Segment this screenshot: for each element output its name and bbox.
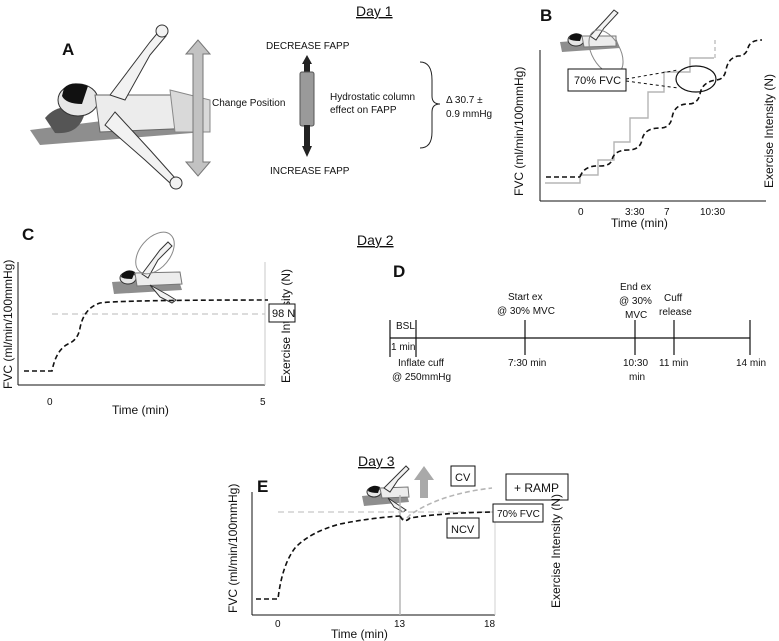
b-callout-box: [567, 68, 627, 92]
d-end-time-2: min: [629, 372, 645, 383]
day-2-heading: Day 2: [357, 232, 394, 248]
d-one-min: 1 min: [391, 342, 415, 353]
d-start-2: @ 30% MVC: [497, 306, 555, 317]
patient-illustration-e: [362, 465, 410, 513]
d-cuff-2: release: [659, 307, 692, 318]
patient-illustration-a: [30, 24, 211, 190]
c-force-box: [268, 303, 296, 323]
change-position-arrow: [184, 39, 212, 177]
e-ylabel: FVC (ml/min/100mmHg): [226, 484, 240, 613]
c-ylabel: FVC (ml/min/100mmHg): [1, 260, 15, 389]
b-ylabel: FVC (ml/min/100mmHg): [512, 67, 526, 196]
b-tick-0: 0: [578, 207, 584, 218]
change-position-label: Change Position: [212, 98, 285, 109]
panel-e-label: E: [257, 477, 268, 496]
e-ncv-box: [446, 517, 480, 539]
d-final-time: 14 min: [736, 358, 766, 369]
e-tick-1: 13: [394, 619, 406, 630]
e-ncv-curve: [399, 511, 493, 522]
day-1-heading: Day 1: [356, 3, 393, 19]
increase-fapp-label: INCREASE FAPP: [270, 166, 350, 177]
b-callout-circle: [675, 65, 717, 93]
delta-line-1: Δ 30.7 ±: [446, 95, 483, 106]
e-cv-box: [450, 465, 476, 487]
e-fvc-baseline-curve: [256, 515, 401, 600]
hydrostatic-line-1: Hydrostatic column: [330, 92, 415, 103]
c-y2label: Exercise Intensity (N): [279, 269, 293, 383]
e-cv-curve: [399, 487, 493, 520]
b-tick-1: 3:30: [625, 207, 645, 218]
b-tick-2: 7: [664, 207, 670, 218]
c-fvc-curve: [24, 299, 269, 372]
d-end-time-1: 10:30: [623, 358, 648, 369]
e-ramp-arrow: [414, 466, 434, 498]
c-tick-1: 5: [260, 397, 266, 408]
b-callout-line-lower: [625, 80, 679, 89]
decrease-fapp-label: DECREASE FAPP: [266, 41, 350, 52]
hydrostatic-line-2: effect on FAPP: [330, 105, 397, 116]
e-70fvc-box: [492, 503, 544, 523]
delta-line-2: 0.9 mmHg: [446, 109, 492, 120]
b-fvc-curve: [579, 39, 763, 178]
panel-a-label: A: [62, 40, 74, 59]
e-cv-text: CV: [455, 472, 471, 484]
e-tick-2: 18: [484, 619, 496, 630]
e-70fvc-text: 70% FVC: [497, 509, 540, 520]
d-start-time: 7:30 min: [508, 358, 546, 369]
e-ramp-box: [505, 473, 569, 501]
panel-b-label: B: [540, 6, 552, 25]
e-y2label: Exercise Intensity (N): [549, 494, 563, 608]
d-inflate-1: Inflate cuff: [398, 358, 444, 369]
b-tick-3: 10:30: [700, 207, 725, 218]
c-force-text: 98 N: [272, 308, 295, 320]
d-end-2: @ 30%: [619, 296, 652, 307]
d-bsl: BSL: [396, 321, 415, 332]
d-cuff-1: Cuff: [664, 293, 682, 304]
c-tick-0: 0: [47, 397, 53, 408]
d-inflate-2: @ 250mmHg: [392, 372, 451, 383]
c-xlabel: Time (min): [112, 403, 169, 417]
patient-illustration-c: [112, 231, 183, 304]
e-xlabel: Time (min): [331, 627, 388, 641]
d-cuff-time: 11 min: [659, 358, 688, 369]
b-xlabel: Time (min): [611, 216, 668, 230]
b-y2label: Exercise Intensity (N): [762, 74, 776, 188]
d-end-3: MVC: [625, 310, 647, 321]
b-callout-text: 70% FVC: [574, 75, 621, 87]
b-callout-line-upper: [625, 69, 679, 80]
e-ncv-text: NCV: [451, 524, 475, 536]
d-end-1: End ex: [620, 282, 651, 293]
e-ramp-text: + RAMP: [514, 481, 559, 495]
panel-d-label: D: [393, 262, 405, 281]
d-start-1: Start ex: [508, 292, 542, 303]
patient-illustration-b: [560, 9, 624, 75]
b-exercise-intensity-steps: [545, 57, 714, 184]
panel-c-label: C: [22, 225, 34, 244]
curly-brace: [419, 61, 441, 149]
hydrostatic-column-icon: [299, 55, 315, 157]
day-3-heading: Day 3: [358, 453, 395, 469]
e-tick-0: 0: [275, 619, 281, 630]
